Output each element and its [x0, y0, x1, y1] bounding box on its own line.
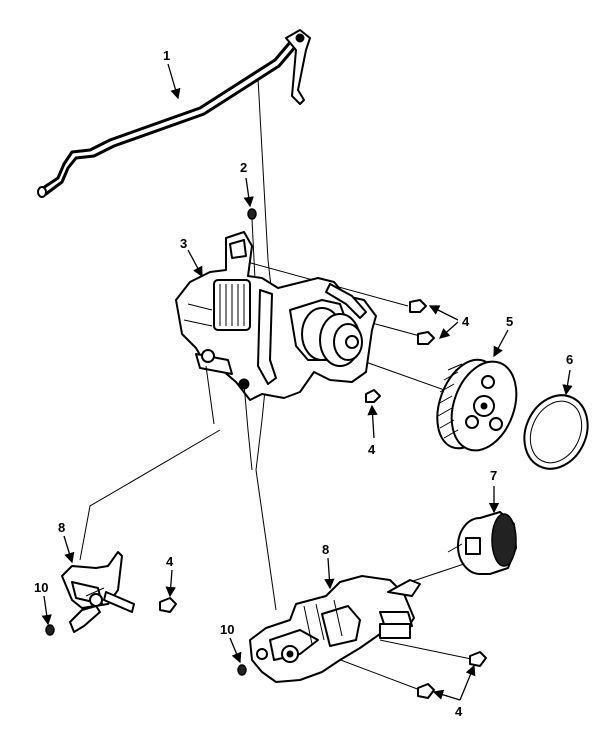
control-rod [37, 29, 311, 198]
callout-labels: 1 2 3 4 4 4 4 5 6 7 8 8 10 10 [34, 48, 573, 719]
left-bracket [61, 551, 135, 633]
callout-7: 7 [490, 468, 497, 483]
screws-upper [365, 299, 435, 403]
callout-3: 3 [180, 236, 187, 251]
callout-1: 1 [163, 48, 170, 63]
callout-8-left: 8 [58, 520, 65, 535]
callout-5: 5 [506, 314, 513, 329]
callout-leaders [41, 63, 573, 701]
callout-6: 6 [566, 352, 573, 367]
screws-left [45, 597, 177, 636]
callout-4-left: 4 [166, 554, 174, 569]
callout-4-bottom: 4 [455, 704, 463, 719]
callout-8-lower: 8 [322, 542, 329, 557]
lower-assembly [249, 575, 421, 683]
callout-2: 2 [240, 160, 247, 175]
callout-10-left: 10 [34, 580, 48, 595]
screws-lower [237, 651, 487, 699]
main-assembly [175, 231, 377, 471]
callout-4-mid: 4 [368, 442, 376, 457]
drum [447, 511, 517, 575]
callout-4-upper-right: 4 [462, 314, 470, 329]
pulley-wheel [436, 358, 518, 452]
callout-10-lower: 10 [220, 622, 234, 637]
belt-ring [523, 394, 589, 470]
